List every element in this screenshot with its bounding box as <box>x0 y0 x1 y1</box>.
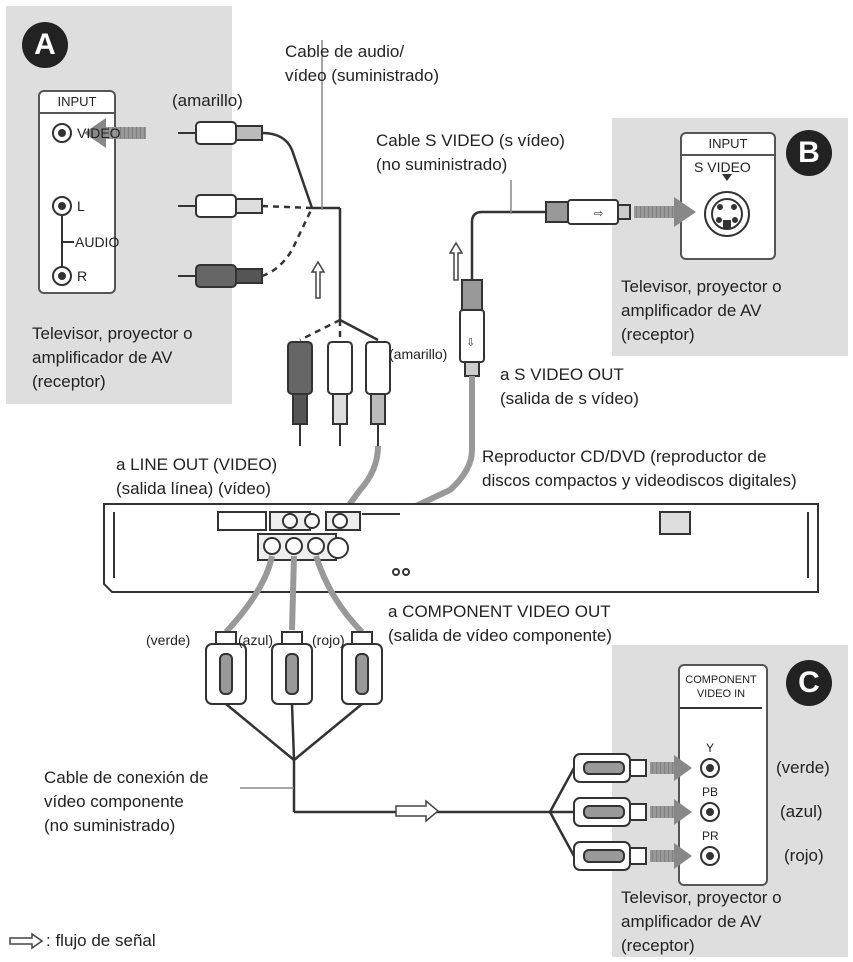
component-out-label-line2: (salida de vídeo componente) <box>388 626 612 645</box>
yellow-to-line-out-route <box>335 445 381 522</box>
dvd-player <box>103 503 819 593</box>
panel-c-device-line3: (receptor) <box>621 936 695 955</box>
svideo-plug-vertical: ⇩ <box>459 279 485 377</box>
panel-b-svideo-label: S VIDEO <box>694 159 751 175</box>
panel-c-azul-label: (azul) <box>780 802 823 821</box>
svideo-out-label-line2: (salida de s vídeo) <box>500 389 639 408</box>
panel-c-jacks <box>680 707 762 866</box>
component-cable-label-line1: Cable de conexión de <box>44 768 209 787</box>
amarillo-label-plug: (amarillo) <box>389 346 448 362</box>
panel-c-header-line2: VIDEO IN <box>696 688 746 700</box>
svideo-cable-label-line1: Cable S VIDEO (s vídeo) <box>376 131 565 150</box>
badge-b: B <box>786 130 832 176</box>
line-out-label-line1: a LINE OUT (VIDEO) <box>116 455 278 474</box>
panel-c-device-line2: amplificador de AV <box>621 912 762 931</box>
component-cable-label-line2: vídeo componente <box>44 792 184 811</box>
av-cable-vertical-plugs <box>287 341 391 446</box>
panel-a-l-label: L <box>77 198 85 214</box>
panel-c-pr-label: PR <box>702 829 719 843</box>
azul-plug-label: (azul) <box>238 632 274 648</box>
panel-c-pb-label: PB <box>702 785 719 799</box>
panel-b-signal-arrow <box>634 197 696 227</box>
svideo-jack-indicator <box>722 174 732 181</box>
panel-a-device-line1: Televisor, proyector o <box>32 324 193 343</box>
panel-b-device-line3: (receptor) <box>621 325 695 344</box>
svg-text:⇨: ⇨ <box>594 207 603 220</box>
av-flow-arrow <box>310 260 326 299</box>
panel-c-device-line1: Televisor, proyector o <box>621 888 782 907</box>
panel-c-input-box <box>678 664 768 886</box>
panel-a-video-label: VIDEO <box>77 125 121 141</box>
panel-a-signal-arrow <box>84 118 146 148</box>
rojo-plug-label: (rojo) <box>312 632 345 648</box>
component-vertical-plugs <box>205 631 383 705</box>
panel-c-verde-label: (verde) <box>776 758 830 777</box>
component-horizontal-plugs <box>573 753 647 871</box>
panel-c-rojo-label: (rojo) <box>784 846 824 865</box>
component-cable-label-line3: (no suministrado) <box>44 816 176 835</box>
component-out-label-line1: a COMPONENT VIDEO OUT <box>388 602 611 621</box>
player-label-line2: discos compactos y videodiscos digitales… <box>482 471 797 490</box>
av-cable-label-line1: Cable de audio/ <box>285 42 405 61</box>
line-out-label-line2: (salida línea) (vídeo) <box>116 479 271 498</box>
component-cable <box>225 703 576 857</box>
svideo-cable <box>470 180 546 280</box>
panel-b-input-header: INPUT <box>682 134 774 156</box>
amarillo-label-top: (amarillo) <box>172 91 243 110</box>
svg-text:⇩: ⇩ <box>466 336 475 349</box>
badge-a: A <box>22 22 68 68</box>
panel-a-input-header: INPUT <box>40 92 114 114</box>
av-cable <box>261 40 379 342</box>
component-flow-arrow <box>395 799 440 823</box>
panel-a-audio-label: AUDIO <box>75 234 120 250</box>
av-cable-label-line2: vídeo (suministrado) <box>285 66 440 85</box>
panel-a-jacks <box>52 123 74 286</box>
panel-c-header-line1: COMPONENT <box>685 674 757 686</box>
svideo-out-label-line1: a S VIDEO OUT <box>500 365 624 384</box>
panel-b-device-line2: amplificador de AV <box>621 301 762 320</box>
panel-c-signal-arrows <box>650 755 692 869</box>
component-routes-from-player <box>223 555 365 635</box>
panel-b-device-line1: Televisor, proyector o <box>621 277 782 296</box>
svideo-cable-label-line2: (no suministrado) <box>376 155 508 174</box>
svideo-flow-arrow <box>448 241 464 281</box>
legend-label: : flujo de señal <box>46 931 156 950</box>
legend-flow-arrow-icon <box>9 932 44 950</box>
badge-c: C <box>786 660 832 706</box>
panel-c-y-label: Y <box>706 741 715 755</box>
panel-a-device-line2: amplificador de AV <box>32 348 173 367</box>
panel-a-device-line3: (receptor) <box>32 372 106 391</box>
panel-a-rca-plugs <box>178 121 263 288</box>
svideo-to-player-route <box>384 376 475 523</box>
svideo-plug-horizontal: ⇨ <box>545 199 631 225</box>
svideo-jack <box>704 191 750 237</box>
panel-a-r-label: R <box>77 268 88 284</box>
verde-plug-label: (verde) <box>146 632 191 648</box>
player-label-line1: Reproductor CD/DVD (reproductor de <box>482 447 767 466</box>
